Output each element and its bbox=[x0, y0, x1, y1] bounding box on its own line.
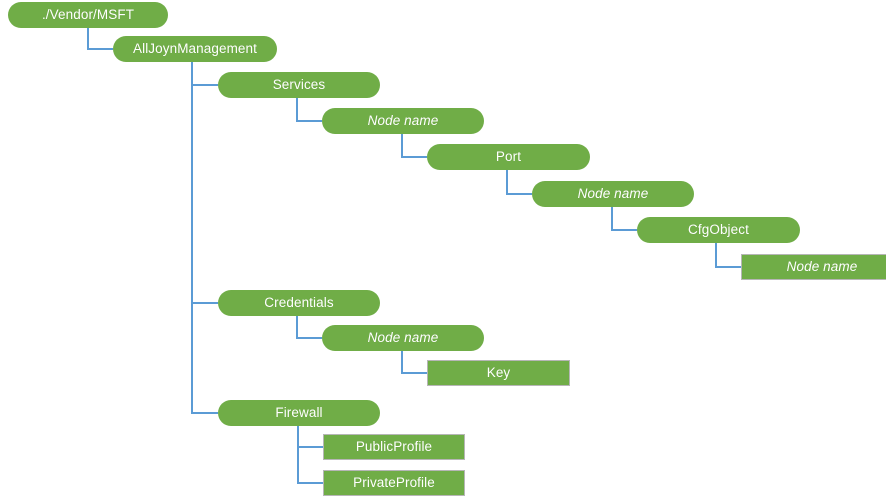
tree-node-cfgobject[interactable]: CfgObject bbox=[637, 217, 800, 243]
tree-node-vendor-msft[interactable]: ./Vendor/MSFT bbox=[8, 2, 168, 28]
tree-node-privateprofile[interactable]: PrivateProfile bbox=[323, 470, 465, 496]
tree-node-credentials-node-name[interactable]: Node name bbox=[322, 325, 484, 351]
tree-connector bbox=[401, 134, 427, 158]
tree-node-publicprofile[interactable]: PublicProfile bbox=[323, 434, 465, 460]
tree-node-credentials[interactable]: Credentials bbox=[218, 290, 380, 316]
tree-connector bbox=[296, 316, 322, 339]
tree-node-alljoynmanagement[interactable]: AllJoynManagement bbox=[113, 36, 277, 62]
tree-connector bbox=[87, 28, 113, 50]
tree-connector bbox=[296, 98, 322, 122]
tree-connector bbox=[506, 170, 532, 195]
tree-connector bbox=[191, 62, 218, 86]
tree-connector bbox=[297, 426, 323, 448]
tree-connector bbox=[401, 351, 427, 374]
tree-connector bbox=[191, 62, 218, 414]
tree-connector bbox=[611, 207, 637, 231]
tree-connector bbox=[715, 243, 741, 268]
tree-node-firewall[interactable]: Firewall bbox=[218, 400, 380, 426]
tree-node-key[interactable]: Key bbox=[427, 360, 570, 386]
tree-node-services[interactable]: Services bbox=[218, 72, 380, 98]
tree-node-port-node-name[interactable]: Node name bbox=[532, 181, 694, 207]
tree-connector bbox=[191, 62, 218, 304]
tree-node-services-node-name[interactable]: Node name bbox=[322, 108, 484, 134]
tree-connector bbox=[297, 426, 323, 484]
tree-node-cfgobject-node-name[interactable]: Node name bbox=[741, 254, 886, 280]
tree-node-port[interactable]: Port bbox=[427, 144, 590, 170]
